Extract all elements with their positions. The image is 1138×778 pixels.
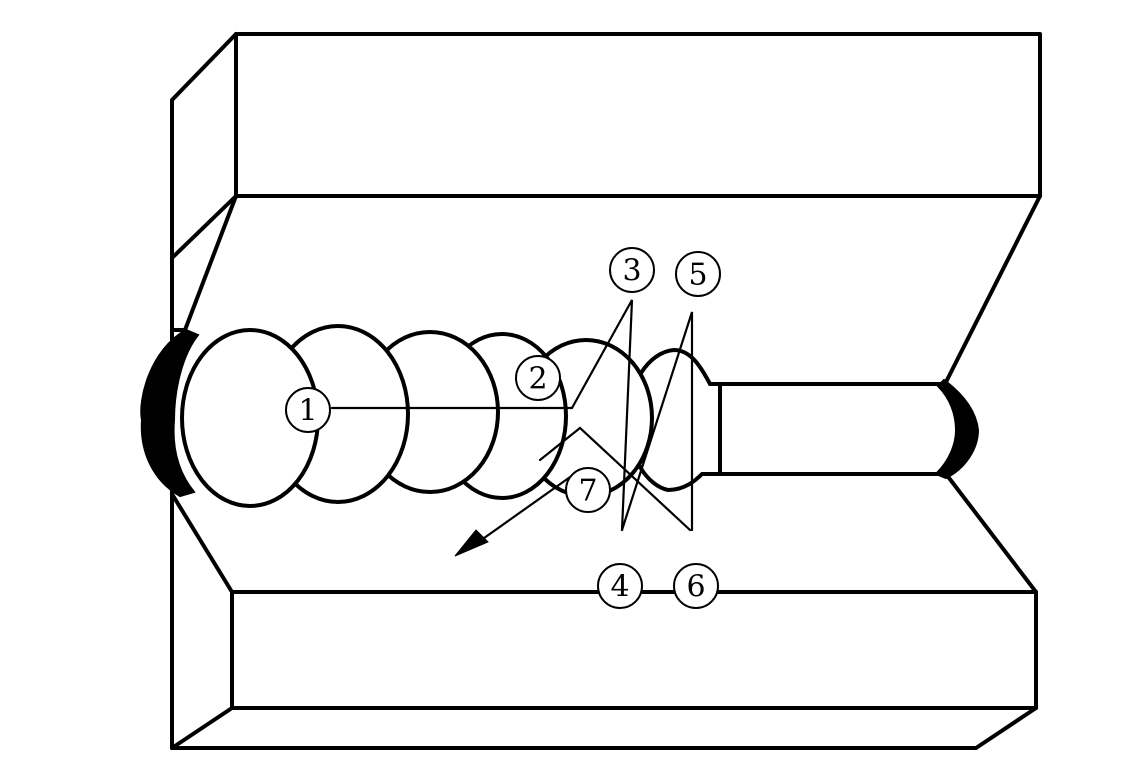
root-gap	[710, 382, 948, 476]
callout-4-label: 4	[610, 570, 629, 605]
callout-3: 3	[609, 247, 655, 293]
leader-lines	[330, 299, 694, 557]
callout-5: 5	[675, 251, 721, 297]
weld-beads	[180, 324, 722, 508]
leader-5-6	[620, 311, 694, 532]
callout-6-label: 6	[686, 570, 705, 605]
upper-groove-bevel	[170, 194, 1042, 384]
callout-2-label: 2	[528, 362, 547, 397]
leader-3-4	[570, 299, 634, 532]
callout-3-label: 3	[622, 254, 641, 289]
callout-6: 6	[673, 563, 719, 609]
lower-groove-bevel	[944, 472, 1038, 594]
callout-1-label: 1	[298, 394, 317, 429]
callout-1: 1	[285, 387, 331, 433]
direction-arrow-head	[454, 529, 489, 557]
callout-7: 7	[565, 467, 611, 513]
leader-7	[538, 426, 692, 532]
upper-plate	[170, 32, 1042, 260]
left-weld-end-cap	[140, 328, 200, 498]
right-weld-end-cap	[934, 378, 980, 480]
direction-arrow-shaft	[468, 468, 582, 550]
lower-plate	[170, 590, 1038, 750]
callout-2: 2	[515, 355, 561, 401]
callout-7-label: 7	[578, 474, 597, 509]
callout-4: 4	[597, 563, 643, 609]
lower-plate-front-face	[230, 590, 1038, 710]
callout-5-label: 5	[688, 258, 707, 293]
upper-plate-front-face	[234, 32, 1042, 198]
